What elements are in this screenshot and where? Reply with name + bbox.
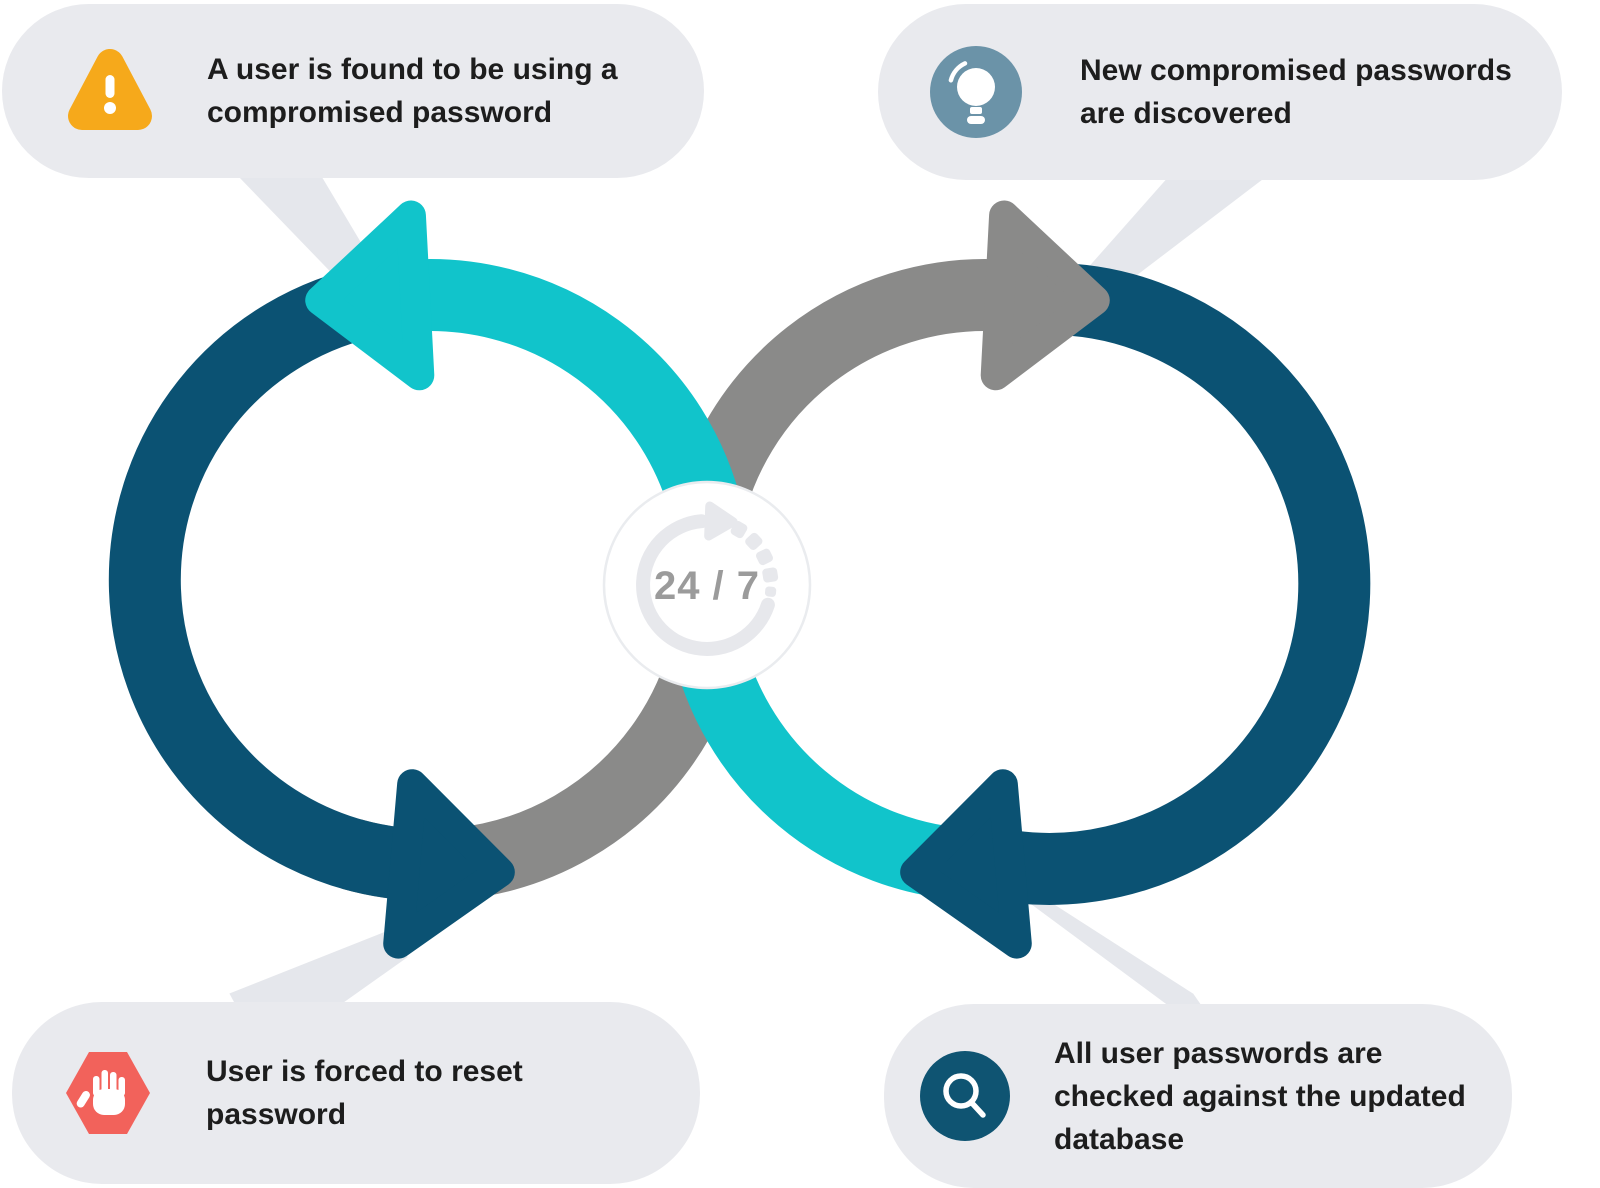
- badge-24-7: 24 / 7: [602, 480, 812, 690]
- callout-bottom-right-text: All user passwords are checked against t…: [1054, 1036, 1466, 1156]
- badge-label: 24 / 7: [654, 564, 760, 608]
- refresh-ring-dash: [756, 548, 773, 566]
- callout-bottom-left: User is forced to reset password: [12, 1002, 700, 1184]
- refresh-ring-dash: [764, 586, 777, 597]
- arrowhead-cyan-top-left: [305, 200, 435, 391]
- stop-hand-icon: [66, 1052, 150, 1134]
- loop-arc-navy-right: [993, 262, 1371, 905]
- callout-bottom-right: All user passwords are checked against t…: [884, 1004, 1512, 1188]
- refresh-ring-dash: [762, 567, 779, 583]
- magnifier-icon: [920, 1051, 1010, 1141]
- warning-icon: [68, 49, 152, 130]
- refresh-ring-arrowhead: [704, 501, 738, 541]
- refresh-ring-icon: [636, 514, 775, 656]
- refresh-ring-dash: [745, 532, 763, 550]
- loop-arc-navy-left: [108, 264, 400, 899]
- arrowhead-navy-bottom-left: [383, 769, 515, 959]
- callout-bottom-left-text: User is forced to reset password: [206, 1055, 523, 1131]
- callout-top-right-text: New compromised passwords are discovered: [1080, 54, 1512, 130]
- loop-arc-cyan-left-top: [396, 259, 745, 529]
- arrowhead-navy-bottom-right: [900, 769, 1032, 959]
- arrowhead-gray-top-right: [980, 200, 1110, 391]
- callout-top-left-text: A user is found to be using a compromise…: [207, 53, 618, 129]
- callout-top-left: A user is found to be using a compromise…: [2, 4, 704, 178]
- lightbulb-icon: [930, 46, 1022, 138]
- loop-arc-gray-right-top: [670, 259, 997, 529]
- callout-top-right: New compromised passwords are discovered: [878, 4, 1562, 180]
- badge-background-circle: [602, 480, 812, 690]
